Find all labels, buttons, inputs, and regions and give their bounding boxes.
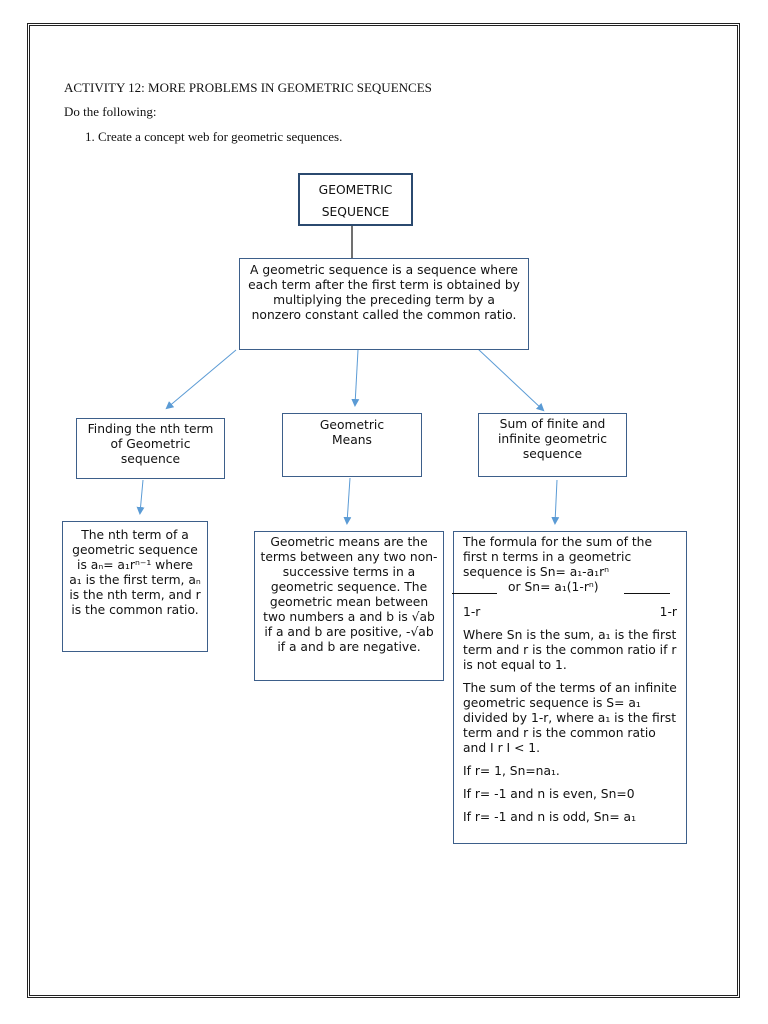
definition-node: A geometric sequence is a sequence where…: [239, 258, 529, 350]
fraction-bar: [624, 593, 670, 594]
case-r-neg1-even: If r= -1 and n is even, Sn=0: [463, 787, 635, 801]
arrow: [136, 479, 145, 515]
branch-title: Sum of finite and infinite geometric seq…: [498, 417, 607, 461]
infinite-sum-note: The sum of the terms of an infinite geom…: [463, 681, 677, 755]
branch-geometric-means: Geometric Means: [282, 413, 422, 477]
case-r-neg1-odd: If r= -1 and n is odd, Sn= a₁: [463, 810, 637, 824]
instruction: Do the following:: [64, 104, 157, 119]
arrow: [351, 349, 360, 407]
page-border: [27, 23, 740, 998]
activity-heading: ACTIVITY 12: MORE PROBLEMS IN GEOMETRIC …: [64, 80, 432, 95]
sum-note: Where Sn is the sum, a₁ is the first ter…: [463, 628, 677, 672]
branch-title: Geometric Means: [319, 418, 385, 447]
branch-sum: Sum of finite and infinite geometric seq…: [478, 413, 627, 477]
sum-formula-intro: The formula for the sum of the first n t…: [463, 535, 653, 579]
detail-text: The nth term of a geometric sequence is …: [69, 528, 201, 617]
denominator: 1-r: [659, 605, 677, 619]
task-item: 1. Create a concept web for geometric se…: [85, 129, 343, 144]
arrow: [551, 479, 560, 525]
detail-text: Geometric means are the terms between an…: [260, 535, 438, 654]
detail-sum: The formula for the sum of the first n t…: [452, 531, 687, 844]
case-r-1: If r= 1, Sn=na₁.: [463, 764, 560, 778]
detail-nth-term: The nth term of a geometric sequence is …: [62, 521, 208, 652]
fraction-bar: [452, 593, 497, 594]
arrow: [165, 349, 237, 410]
sum-formula-alt: or Sn= a₁(1-rⁿ): [508, 580, 599, 594]
arrow: [477, 348, 545, 412]
root-line1: GEOMETRIC: [318, 183, 393, 197]
detail-geometric-means: Geometric means are the terms between an…: [254, 531, 444, 681]
root-node: GEOMETRIC SEQUENCE: [298, 173, 413, 226]
root-line2: SEQUENCE: [321, 205, 390, 219]
definition-text: A geometric sequence is a sequence where…: [248, 263, 520, 322]
denominator: 1-r: [463, 605, 481, 619]
branch-title: Finding the nth term of Geometric sequen…: [87, 422, 214, 466]
arrow: [343, 477, 352, 525]
branch-nth-term: Finding the nth term of Geometric sequen…: [76, 418, 225, 479]
